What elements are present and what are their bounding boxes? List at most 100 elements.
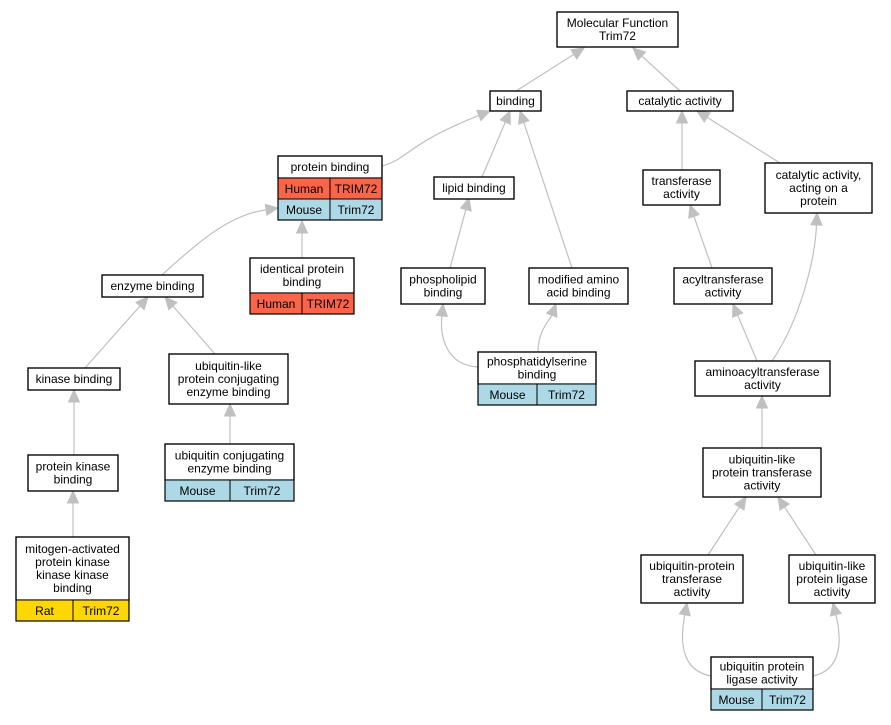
- node-border: [15, 536, 130, 622]
- node-border: [101, 274, 204, 298]
- edge-acyltransferase-to-transferase: [688, 203, 713, 269]
- arrow-head-icon: [66, 489, 80, 504]
- node-label-line: catalytic activity: [638, 94, 721, 108]
- node-label-line: protein kinase: [35, 555, 110, 569]
- node-label-line: ubiquitin protein: [720, 660, 805, 674]
- edge-modified_aa-to-binding: [517, 109, 573, 269]
- edge-line: [84, 305, 141, 369]
- arrow-head-icon: [755, 394, 769, 409]
- node-label-line: ubiquitin conjugating: [175, 449, 284, 463]
- edge-line: [693, 216, 713, 269]
- node-label-line: transferase: [651, 174, 711, 188]
- arrow-head-icon: [678, 601, 691, 617]
- node-border: [168, 353, 289, 405]
- arrow-head-icon: [829, 601, 843, 617]
- node-label-line: activity: [663, 187, 700, 201]
- arrow-head-icon: [675, 109, 689, 124]
- edge-enzyme_binding-to-protein_binding: [161, 203, 280, 276]
- node-border: [277, 155, 383, 221]
- node-border: [528, 267, 629, 305]
- species-label: Human: [257, 297, 296, 311]
- node-label-line: lipid binding: [442, 181, 505, 195]
- node-label-line: kinase binding: [36, 372, 113, 386]
- node-label-line: binding: [496, 94, 535, 108]
- node-border: [764, 162, 873, 214]
- edge-identical-to-protein_binding: [295, 219, 309, 258]
- edge-lipid_binding-to-binding: [481, 109, 511, 178]
- node-label-line: phosphatidylserine: [487, 355, 587, 369]
- node-label-line: aminoacyltransferase: [705, 365, 819, 379]
- arrow-head-icon: [435, 302, 449, 318]
- edge-line: [537, 314, 553, 353]
- go-term-node-kinase-binding[interactable]: kinase binding: [27, 367, 121, 391]
- gene-label: Trim72: [83, 604, 120, 618]
- go-term-node-catalytic[interactable]: catalytic activity: [626, 90, 734, 112]
- edge-line: [812, 614, 840, 677]
- node-border: [556, 11, 679, 48]
- node-border: [788, 554, 876, 604]
- edge-mapkkk-to-pk_binding: [66, 489, 80, 537]
- node-label-line: phospholipid: [409, 273, 476, 287]
- arrow-head-icon: [545, 302, 558, 318]
- edge-line: [449, 209, 467, 269]
- node-box: [702, 447, 822, 498]
- arrow-head-icon: [688, 203, 701, 219]
- edge-binding-to-mf: [515, 47, 586, 92]
- gene-label: Trim72: [244, 484, 281, 498]
- node-box: [642, 169, 721, 206]
- node-label-line: enzyme binding: [110, 279, 194, 293]
- node-border: [400, 267, 486, 305]
- edge-line: [737, 314, 758, 362]
- edge-ub_transferase-to-ubl_transferase: [707, 495, 747, 556]
- edge-line: [681, 614, 712, 677]
- go-term-node-binding[interactable]: binding: [489, 90, 542, 112]
- gene-label: Trim72: [338, 203, 375, 217]
- arrow-head-icon: [810, 211, 823, 226]
- node-label-line: protein binding: [291, 160, 370, 174]
- node-border: [673, 267, 773, 305]
- node-label-line: binding: [424, 286, 463, 300]
- edge-line: [515, 53, 575, 92]
- arrow-head-icon: [517, 109, 530, 125]
- node-box: [168, 353, 289, 405]
- node-label-line: ubiquitin-like: [729, 453, 796, 467]
- node-label-line: activity: [814, 585, 851, 599]
- arrow-head-icon: [570, 47, 586, 60]
- arrow-head-icon: [777, 495, 791, 511]
- edge-kinase_binding-to-enzyme_binding: [84, 296, 149, 369]
- edge-line: [706, 116, 781, 164]
- edge-ub_conj_enzyme-to-ubl_conj_enzyme: [223, 402, 237, 444]
- node-label-line: kinase kinase: [36, 568, 109, 582]
- node-border: [249, 257, 355, 315]
- edge-line: [771, 224, 818, 362]
- edge-phospholipid-to-lipid_binding: [449, 196, 472, 269]
- edge-aminoacyl-to-acyltransferase: [732, 302, 758, 362]
- node-label-line: protein: [800, 194, 837, 208]
- go-term-node-enzyme-binding[interactable]: enzyme binding: [101, 274, 204, 298]
- node-label-line: protein ligase: [796, 572, 868, 586]
- node-label-line: binding: [283, 275, 322, 289]
- go-term-node-lipid-binding[interactable]: lipid binding: [433, 176, 515, 200]
- arrow-head-icon: [732, 302, 744, 318]
- edge-ubl_transferase-to-aminoacyl: [755, 394, 769, 448]
- node-box: [673, 267, 773, 305]
